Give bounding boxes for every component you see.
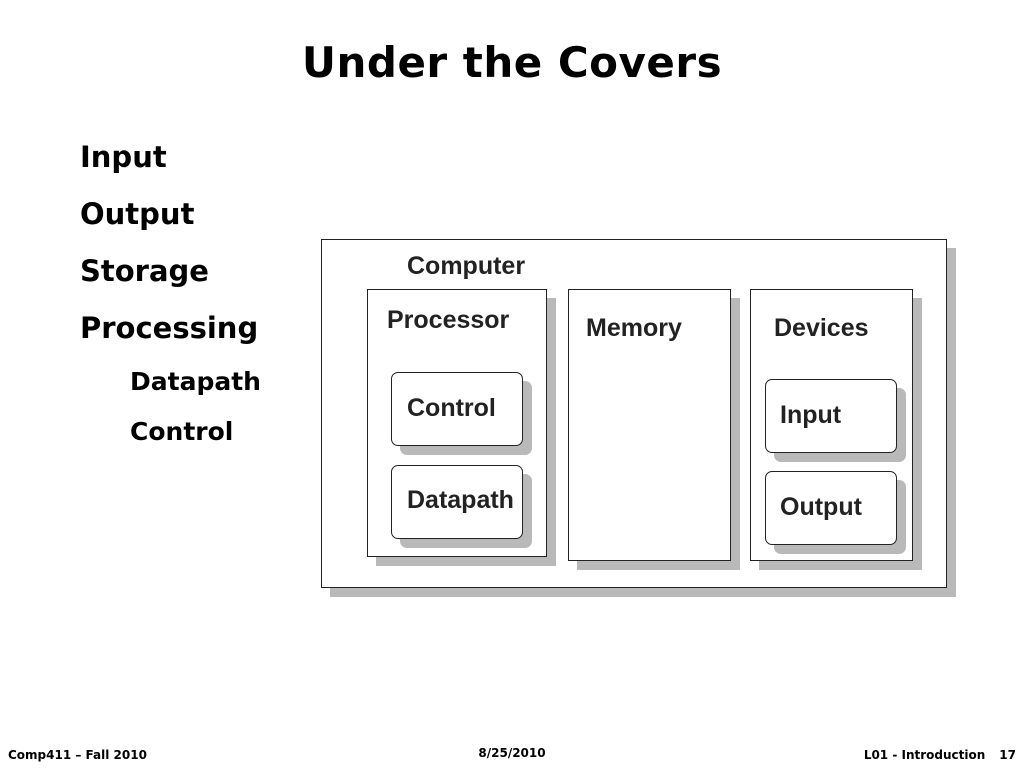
bullet-output: Output	[80, 197, 195, 231]
input-box	[765, 379, 897, 453]
memory-label: Memory	[586, 314, 682, 342]
page-number: 17	[999, 748, 1016, 762]
datapath-label: Datapath	[407, 486, 514, 514]
devices-label: Devices	[774, 314, 869, 342]
memory-box	[568, 289, 731, 561]
bullet-storage: Storage	[80, 254, 209, 288]
datapath-box	[391, 465, 523, 539]
footer-section-label: L01 - Introduction	[863, 748, 986, 762]
footer-date: 8/25/2010	[478, 746, 546, 760]
slide-title: Under the Covers	[301, 38, 723, 87]
bullet-processing: Processing	[80, 311, 259, 345]
output-label: Output	[780, 493, 862, 521]
control-box	[391, 372, 523, 446]
processor-label: Processor	[387, 306, 510, 334]
footer-course: Comp411 – Fall 2010	[8, 748, 147, 762]
bullet-list: Input Output Storage Processing Datapath…	[80, 137, 261, 465]
output-box	[765, 471, 897, 545]
sub-bullet-control: Control	[130, 417, 234, 446]
control-label: Control	[407, 394, 496, 422]
input-label: Input	[780, 401, 842, 429]
bullet-input: Input	[80, 140, 167, 174]
computer-label: Computer	[407, 252, 526, 280]
footer-section: L01 - Introduction 17	[864, 748, 1016, 762]
sub-bullet-datapath: Datapath	[130, 367, 261, 396]
